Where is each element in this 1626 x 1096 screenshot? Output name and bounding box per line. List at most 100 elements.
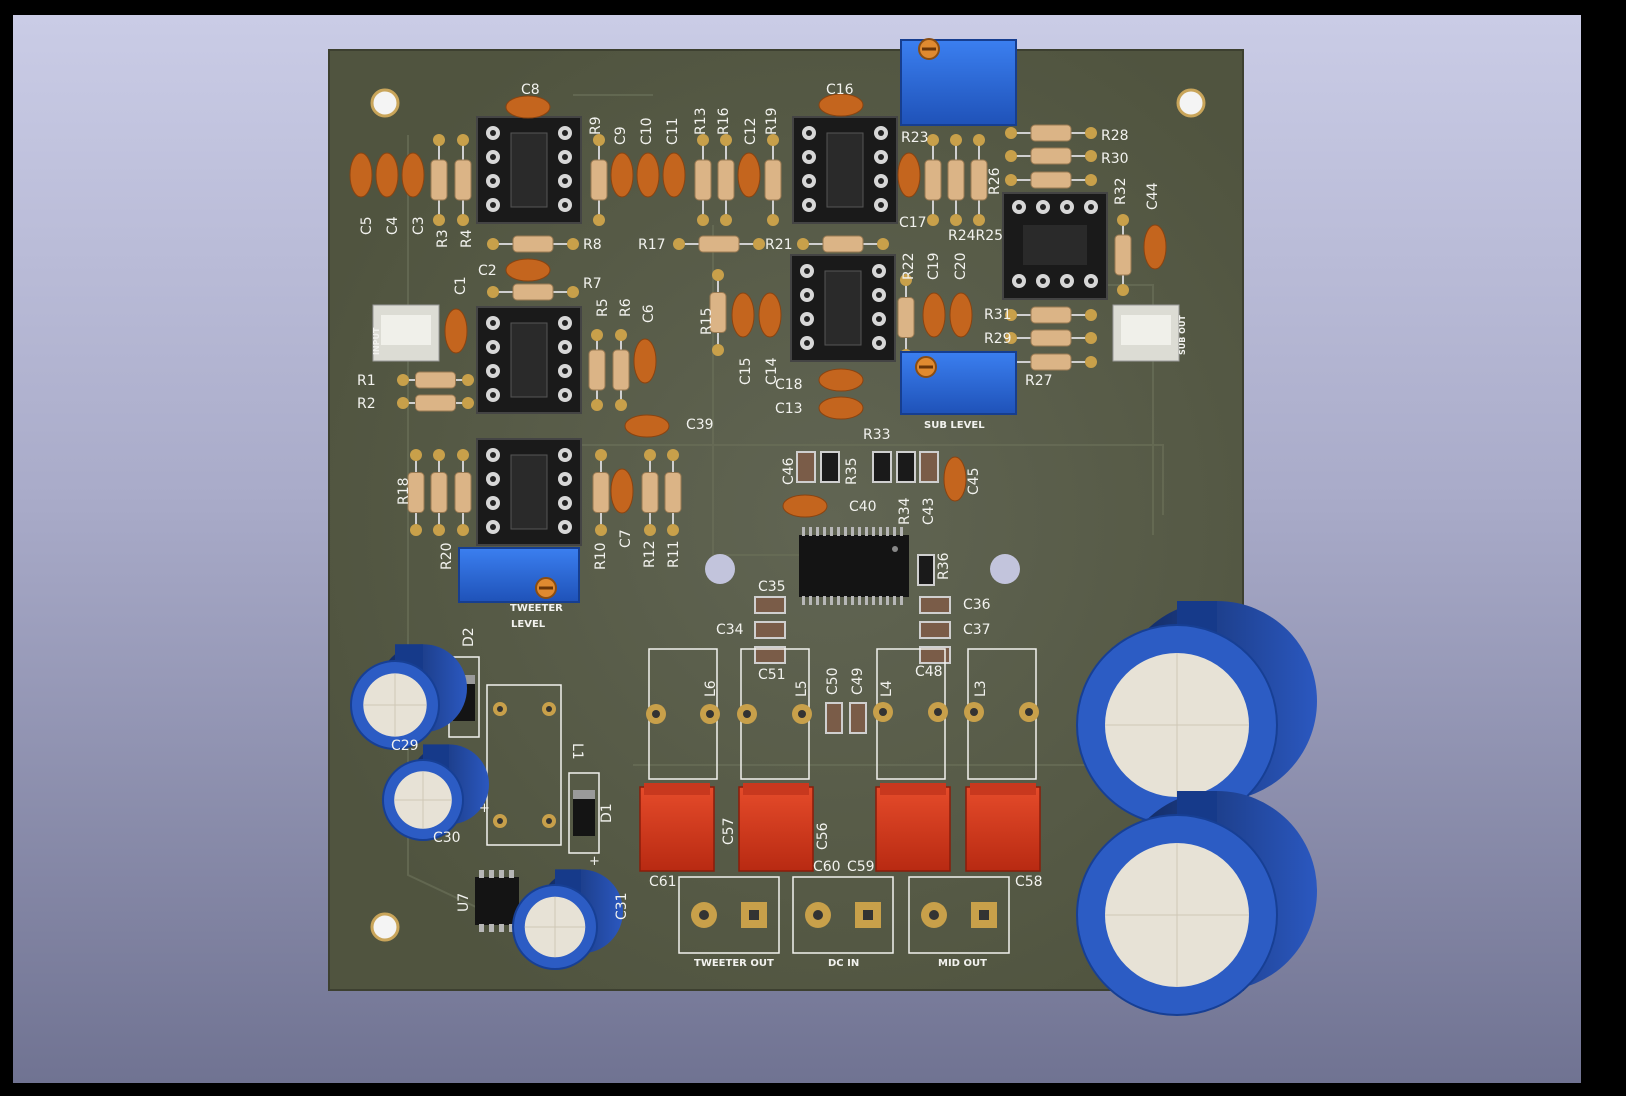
screw-terminal-icon[interactable] bbox=[678, 876, 780, 954]
ref-label-c49: C49 bbox=[850, 667, 866, 695]
ref-label-r33: R33 bbox=[863, 427, 891, 443]
ref-label-r27: R27 bbox=[1025, 373, 1053, 389]
ref-label-r16: R16 bbox=[716, 107, 732, 135]
resistor bbox=[1114, 214, 1132, 296]
ic-socket-icon bbox=[476, 438, 582, 546]
resistor bbox=[664, 449, 682, 536]
resistor bbox=[1005, 124, 1097, 142]
ref-label-r1: R1 bbox=[357, 373, 376, 389]
ref-label-c11: C11 bbox=[665, 117, 681, 145]
screw-terminal-icon[interactable] bbox=[792, 876, 894, 954]
horizontal-resistors bbox=[397, 124, 1097, 412]
ref-label-c60: C60 bbox=[813, 859, 841, 875]
ref-label-r15: R15 bbox=[699, 307, 715, 335]
resistor bbox=[430, 134, 448, 226]
ceramic-capacitor bbox=[375, 152, 399, 198]
screw-terminal-icon[interactable] bbox=[908, 876, 1010, 954]
resistor bbox=[709, 269, 727, 356]
smd-components bbox=[448, 451, 951, 932]
ceramic-capacitor bbox=[949, 292, 973, 338]
ceramic-capacitors bbox=[349, 93, 1167, 518]
resistor bbox=[590, 134, 608, 226]
film-capacitor bbox=[965, 783, 1041, 872]
ref-label-c4: C4 bbox=[385, 216, 401, 235]
ref-label-c13: C13 bbox=[775, 401, 803, 417]
ref-label-c56: C56 bbox=[815, 822, 831, 850]
ref-label-c50: C50 bbox=[825, 667, 841, 695]
ref-label-l1: L1 bbox=[569, 743, 585, 760]
tweeter-level-label-1: TWEETER bbox=[510, 603, 563, 614]
ref-label-r22: R22 bbox=[901, 252, 917, 280]
resistor bbox=[673, 235, 765, 253]
resistor bbox=[1005, 306, 1097, 324]
ceramic-capacitor bbox=[1143, 224, 1167, 270]
jst-connectors[interactable] bbox=[372, 304, 1180, 362]
ceramic-capacitor bbox=[610, 468, 634, 514]
resistor bbox=[1005, 329, 1097, 347]
ref-label-c51: C51 bbox=[758, 667, 786, 683]
ref-label-c57: C57 bbox=[721, 817, 737, 845]
ref-label-c7: C7 bbox=[618, 529, 634, 548]
electrolytic-capacitor-icon bbox=[1076, 791, 1317, 1016]
ref-label-r5: R5 bbox=[595, 298, 611, 317]
ref-label-c9: C9 bbox=[613, 126, 629, 145]
ceramic-capacitor bbox=[897, 152, 921, 198]
ref-label-r7: R7 bbox=[583, 276, 602, 292]
electrolytic-capacitor-icon bbox=[350, 644, 467, 750]
ref-label-r24r25: R24R25 bbox=[948, 228, 1003, 244]
plus-mark: + bbox=[479, 801, 490, 816]
mid-out-label: MID OUT bbox=[938, 958, 987, 969]
pcb-render[interactable]: C8C16R9C9C10C11R13R16C12R19R23R28R30R26R… bbox=[13, 15, 1581, 1083]
ref-label-r34: R34 bbox=[897, 497, 913, 525]
trimmer-potentiometers[interactable] bbox=[458, 38, 1017, 603]
resistor bbox=[694, 134, 712, 226]
sub-out-label: SUB OUT bbox=[1178, 315, 1187, 355]
resistor bbox=[1005, 171, 1097, 189]
ref-label-c15: C15 bbox=[738, 357, 754, 385]
ceramic-capacitor bbox=[922, 292, 946, 338]
resistor bbox=[1005, 147, 1097, 165]
ref-label-c14: C14 bbox=[764, 357, 780, 385]
ref-label-r23: R23 bbox=[901, 130, 929, 146]
ref-label-c10: C10 bbox=[639, 117, 655, 145]
ref-label-r31: R31 bbox=[984, 307, 1012, 323]
resistor bbox=[592, 449, 610, 536]
film-capacitor bbox=[639, 783, 715, 872]
ref-label-c37: C37 bbox=[963, 622, 991, 638]
silkscreen-text: SUB LEVEL TWEETER LEVEL TWEETER OUT DC I… bbox=[372, 315, 1187, 969]
ref-label-c61: C61 bbox=[649, 874, 677, 890]
ic-socket-icon bbox=[790, 254, 896, 362]
ceramic-capacitor bbox=[818, 93, 864, 117]
ref-label-r4: R4 bbox=[459, 229, 475, 248]
sub-level-label: SUB LEVEL bbox=[924, 420, 985, 431]
ref-label-d1: D1 bbox=[599, 803, 615, 823]
ref-label-r13: R13 bbox=[693, 107, 709, 135]
plus-mark: + bbox=[589, 854, 600, 869]
film-capacitor bbox=[738, 783, 814, 872]
ref-label-r11: R11 bbox=[666, 540, 682, 568]
inductor-l1 bbox=[486, 684, 562, 846]
screw-terminals[interactable] bbox=[678, 876, 1010, 954]
ref-label-c12: C12 bbox=[743, 117, 759, 145]
ref-label-c48: C48 bbox=[915, 664, 943, 680]
resistor bbox=[764, 134, 782, 226]
electrolytic-capacitor-icon bbox=[1076, 601, 1317, 826]
output-inductors bbox=[646, 648, 1039, 780]
ic-socket-icon bbox=[476, 116, 582, 224]
ceramic-capacitor bbox=[505, 258, 551, 282]
ref-label-u7: U7 bbox=[456, 893, 472, 912]
ceramic-capacitor bbox=[758, 292, 782, 338]
ref-label-r3: R3 bbox=[435, 229, 451, 248]
ref-label-c2: C2 bbox=[478, 263, 497, 279]
ref-label-r26: R26 bbox=[987, 167, 1003, 195]
ceramic-capacitor bbox=[624, 414, 670, 438]
ref-label-r28: R28 bbox=[1101, 128, 1129, 144]
ceramic-capacitor bbox=[401, 152, 425, 198]
resistor bbox=[430, 449, 448, 536]
ref-label-c6: C6 bbox=[641, 304, 657, 323]
ref-label-c46: C46 bbox=[781, 457, 797, 485]
ceramic-capacitor bbox=[818, 396, 864, 420]
ref-label-r12: R12 bbox=[642, 540, 658, 568]
ceramic-capacitor bbox=[610, 152, 634, 198]
